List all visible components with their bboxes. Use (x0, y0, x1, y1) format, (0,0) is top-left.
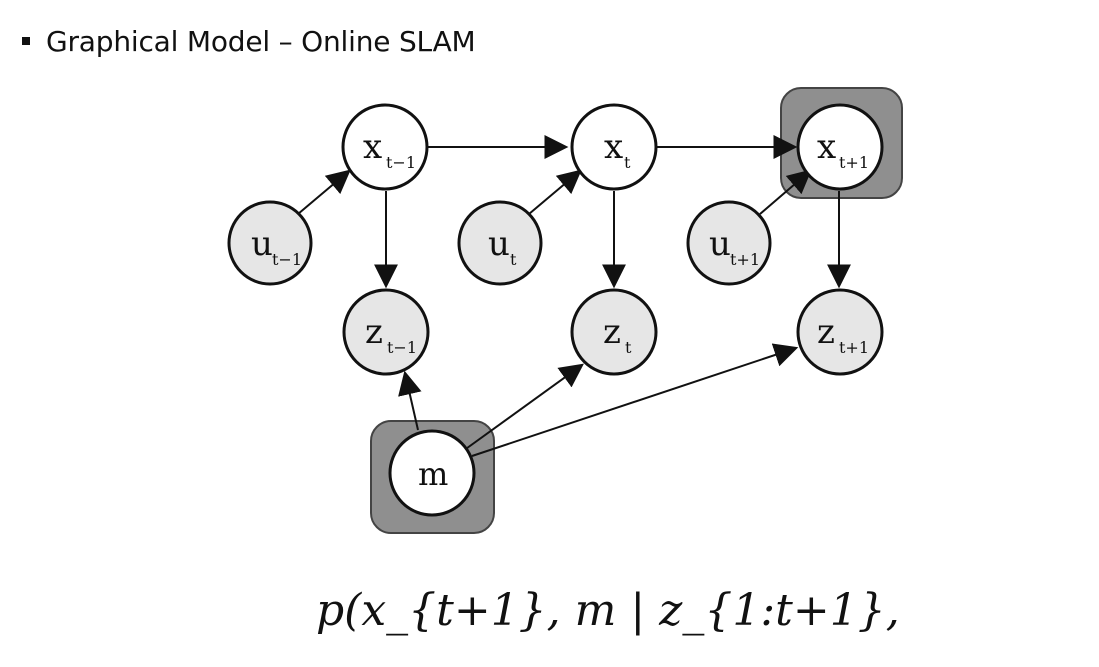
svg-text:t−1: t−1 (387, 338, 417, 357)
svg-text:x: x (604, 127, 623, 167)
edge-u-prev-to-x-prev (297, 169, 351, 215)
svg-text:t+1: t+1 (839, 338, 869, 357)
svg-text:u: u (488, 224, 510, 264)
edge-m-to-z-t (462, 363, 584, 452)
bullet-icon (22, 37, 30, 45)
svg-text:m: m (418, 455, 448, 493)
node-u-next: u t+1 (686, 200, 772, 286)
node-z-next: z t+1 (796, 288, 884, 376)
edge-m-to-z-next (471, 343, 799, 457)
slide-title-row: Graphical Model – Online SLAM (22, 22, 476, 62)
node-z-t: z t (570, 288, 658, 376)
svg-text:t+1: t+1 (839, 153, 869, 172)
highlight-box-x-next (780, 87, 903, 199)
slide-title: Graphical Model – Online SLAM (46, 25, 476, 58)
formula-svg: p(x_{t+1}, m | z_{1:t+1}, u_{1:t+1}) (316, 585, 1099, 636)
node-x-prev: x t−1 (341, 103, 429, 191)
svg-text:z: z (817, 312, 835, 352)
node-m: m (388, 429, 476, 517)
svg-text:t: t (625, 338, 632, 357)
node-u-t: u t (457, 200, 543, 286)
edge-m-to-z-prev (398, 370, 422, 431)
svg-text:x: x (363, 127, 382, 167)
svg-text:u: u (251, 224, 273, 264)
svg-text:u: u (709, 224, 731, 264)
svg-text:t: t (624, 153, 631, 172)
svg-text:z: z (365, 312, 383, 352)
svg-text:z: z (603, 312, 621, 352)
highlight-box-m (370, 420, 495, 534)
edge-u-t-to-x-t (528, 169, 582, 215)
svg-text:t+1: t+1 (730, 250, 760, 269)
online-slam-formula: p(x_{t+1}, m | z_{1:t+1}, u_{1:t+1}) (316, 570, 1099, 650)
svg-text:t−1: t−1 (386, 153, 416, 172)
node-x-next: x t+1 (796, 103, 884, 191)
svg-text:t−1: t−1 (272, 250, 302, 269)
node-u-prev: u t−1 (227, 200, 313, 286)
formula-text: p(x_{t+1}, m | z_{1:t+1}, u_{1:t+1}) (316, 585, 916, 636)
node-z-prev: z t−1 (342, 288, 430, 376)
svg-text:t: t (510, 250, 517, 269)
node-x-t: x t (570, 103, 658, 191)
edge-u-next-to-x-next (759, 169, 812, 215)
svg-text:x: x (817, 127, 836, 167)
